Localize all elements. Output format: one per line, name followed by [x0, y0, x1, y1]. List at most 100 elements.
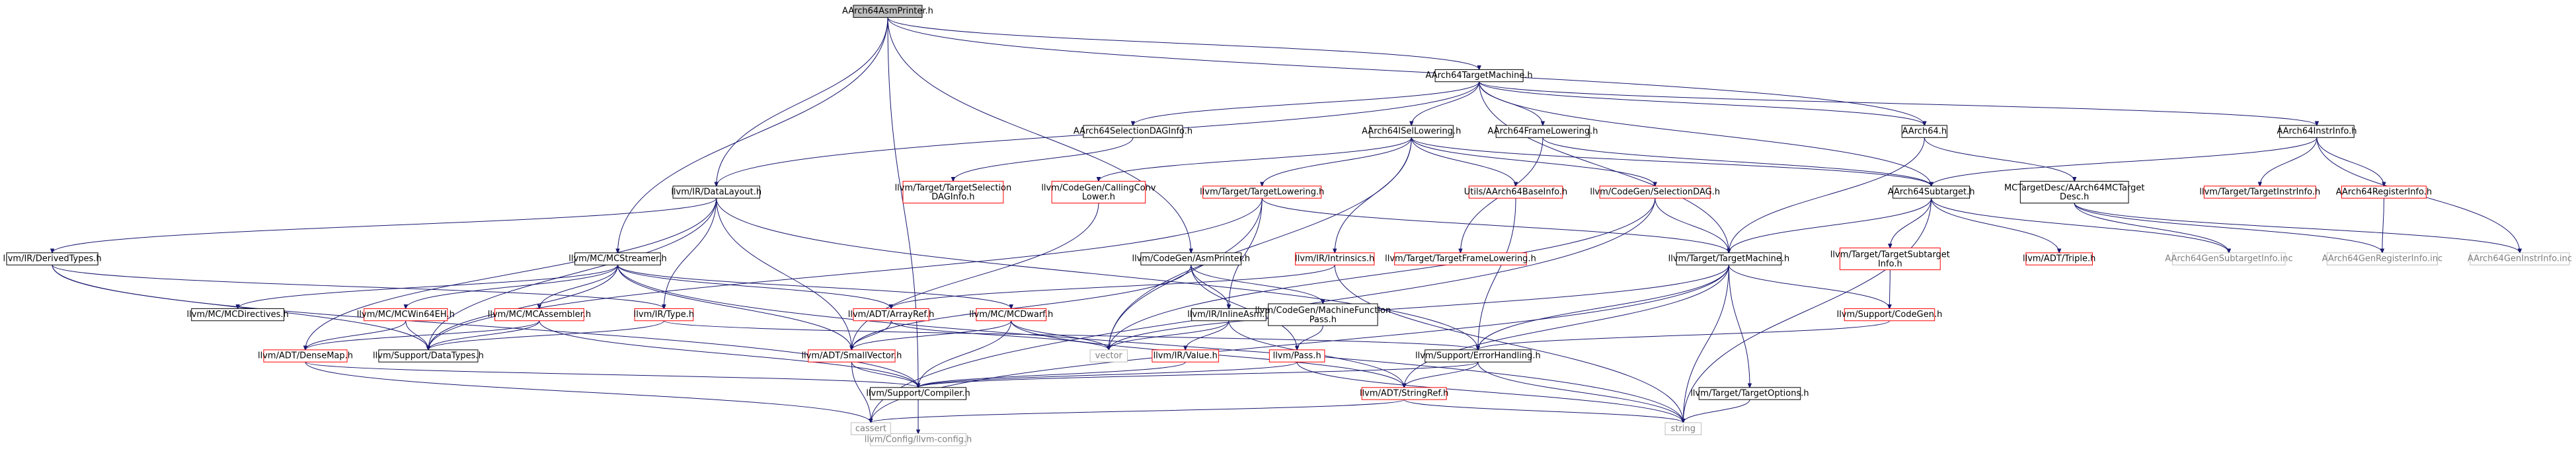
node-box — [2203, 186, 2316, 199]
dependency-edge — [717, 17, 888, 186]
dependency-edge — [1477, 362, 1683, 423]
graph-node[interactable]: llvm/Support/ErrorHandling.h — [1415, 349, 1541, 363]
dependency-edge — [305, 320, 407, 350]
dependency-edge — [428, 320, 664, 350]
graph-node[interactable]: AArch64ISelLowering.h — [1362, 125, 1461, 138]
dependency-edge — [617, 265, 1011, 308]
dependency-edge — [305, 320, 540, 350]
node-label: llvm/Target/TargetLowering.h — [1200, 187, 1324, 197]
graph-node[interactable]: llvm/Target/TargetMachine.h — [1668, 252, 1790, 265]
graph-node[interactable]: llvm/Support/DataTypes.h — [373, 349, 484, 363]
node-box — [2470, 252, 2570, 265]
dependency-edge — [52, 264, 664, 308]
graph-node[interactable]: llvm/ADT/SmallVector.h — [801, 349, 902, 363]
graph-node[interactable]: llvm/ADT/StringRef.h — [1360, 387, 1448, 400]
dependency-edge — [1190, 265, 1229, 308]
dependency-edge — [1655, 198, 1729, 253]
graph-node[interactable]: llvm/Target/TargetOptions.h — [1690, 387, 1809, 400]
dependency-edge — [539, 265, 618, 308]
node-label: llvm/MC/MCWin64EH.h — [357, 310, 455, 320]
graph-node[interactable]: llvm/Support/CodeGen.h — [1837, 308, 1943, 322]
graph-node[interactable]: AArch64.h — [1901, 125, 1947, 138]
node-label: llvm/Support/Compiler.h — [866, 388, 970, 398]
dependency-edge — [1109, 198, 1656, 350]
dependency-edge — [1479, 81, 2317, 125]
graph-node[interactable]: AArch64RegisterInfo.h — [2336, 186, 2432, 199]
dependency-edge — [851, 362, 871, 423]
dependency-edge — [1890, 198, 1932, 248]
dependency-edge — [1296, 362, 1683, 423]
graph-node[interactable]: llvm/ADT/Triple.h — [2023, 252, 2095, 265]
graph-node: AArch64GenRegisterInfo.inc — [2322, 252, 2442, 265]
node-box — [1893, 186, 1971, 199]
node-label: llvm/MC/MCDirectives.h — [187, 310, 289, 320]
graph-node[interactable]: llvm/Target/TargetInstrInfo.h — [2199, 186, 2320, 199]
dependency-edge — [887, 17, 1479, 69]
node-label: AArch64GenInstrInfo.inc — [2468, 254, 2572, 264]
node-box — [1268, 349, 1325, 363]
graph-node[interactable]: llvm/IR/DerivedTypes.h — [3, 252, 102, 265]
node-box — [1051, 180, 1146, 204]
dependency-edge — [1932, 137, 2318, 186]
node-label: llvm/Config/llvm-config.h — [865, 434, 972, 444]
dependency-edge — [1133, 81, 1480, 125]
graph-node[interactable]: llvm/IR/DataLayout.h — [671, 186, 761, 199]
node-box — [1191, 308, 1267, 322]
node-box — [263, 349, 348, 363]
graph-node[interactable]: llvm/MC/MCAssembler.h — [488, 308, 591, 322]
node-box — [870, 433, 967, 446]
dependency-edge — [1411, 137, 1931, 186]
node-box — [1089, 349, 1128, 363]
graph-node[interactable]: Utils/AArch64BaseInfo.h — [1464, 186, 1568, 199]
node-box — [1468, 186, 1563, 199]
dependency-edge — [305, 362, 871, 423]
graph-node[interactable]: AArch64Subtarget.h — [1888, 186, 1975, 199]
dependency-edge — [664, 198, 717, 308]
graph-node[interactable]: llvm/MC/MCDirectives.h — [187, 308, 289, 322]
graph-node: AArch64GenInstrInfo.inc — [2468, 252, 2572, 265]
dependency-edge — [539, 320, 918, 388]
node-label: llvm/MC/MCAssembler.h — [488, 310, 591, 320]
node-label: llvm/ADT/Triple.h — [2023, 254, 2095, 264]
graph-node[interactable]: AArch64TargetMachine.h — [1426, 69, 1533, 83]
node-box — [2172, 252, 2286, 265]
graph-node[interactable]: llvm/Target/TargetFrameLowering.h — [1385, 252, 1536, 265]
graph-node[interactable]: llvm/ADT/ArrayRef.h — [848, 308, 935, 322]
graph-node: AArch64GenSubtargetInfo.inc — [2165, 252, 2293, 265]
node-label: llvm/Support/ErrorHandling.h — [1415, 351, 1541, 361]
graph-node[interactable]: llvm/IR/Intrinsics.h — [1295, 252, 1375, 265]
graph-node[interactable]: llvm/Target/TargetLowering.h — [1200, 186, 1324, 199]
graph-node[interactable]: AArch64SelectionDAGInfo.h — [1073, 125, 1192, 138]
dependency-edge — [2382, 198, 2384, 253]
graph-node[interactable]: llvm/ADT/DenseMap.h — [258, 349, 353, 363]
graph-node[interactable]: llvm/MC/MCWin64EH.h — [357, 308, 455, 322]
graph-node[interactable]: llvm/Support/Compiler.h — [866, 387, 970, 400]
node-label: llvm/IR/DataLayout.h — [671, 187, 761, 197]
graph-node[interactable]: llvm/MC/MCDwarf.h — [969, 308, 1053, 322]
graph-node[interactable]: llvm/MC/MCStreamer.h — [568, 252, 667, 265]
node-box — [853, 5, 923, 18]
graph-node[interactable]: llvm/IR/Value.h — [1151, 349, 1220, 363]
node-label: llvm/ADT/SmallVector.h — [801, 351, 902, 361]
dependency-edge — [1411, 137, 1516, 186]
graph-node[interactable]: AArch64InstrInfo.h — [2277, 125, 2357, 138]
graph-node[interactable]: llvm/CodeGen/AsmPrinter.h — [1132, 252, 1250, 265]
node-box — [1698, 387, 1801, 400]
graph-node[interactable]: llvm/IR/Type.h — [634, 308, 694, 322]
graph-node[interactable]: llvm/IR/InlineAsm.h — [1187, 308, 1270, 322]
graph-node[interactable]: AArch64FrameLowering.h — [1487, 125, 1598, 138]
dependency-edge — [716, 198, 852, 350]
node-label: AArch64RegisterInfo.h — [2336, 187, 2432, 197]
graph-node[interactable]: llvm/CodeGen/SelectionDAG.h — [1590, 186, 1720, 199]
dependency-edge — [52, 197, 717, 253]
dependency-edge — [1262, 137, 1412, 186]
graph-node[interactable]: llvm/Pass.h — [1268, 349, 1325, 363]
